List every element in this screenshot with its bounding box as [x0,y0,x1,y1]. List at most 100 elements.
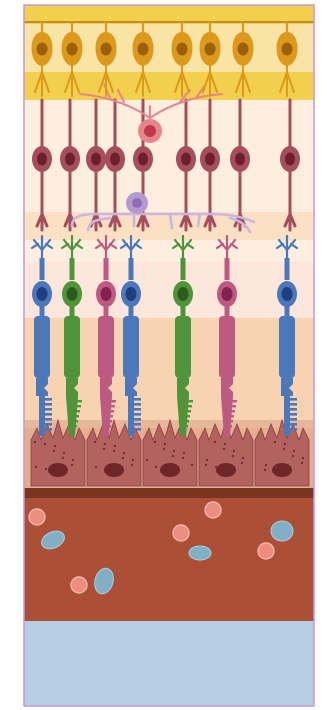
red-blood-cell [205,502,221,518]
inner-segment [175,316,191,378]
disc [133,428,141,431]
nucleus [178,287,189,301]
disc [133,408,141,411]
disc [44,398,52,401]
pigment-granule [224,443,226,445]
rpe-nucleus [104,463,124,477]
choroid-blood-vessel [271,521,293,541]
axon [285,258,290,280]
pigment-granule [241,462,243,464]
disc [44,423,52,426]
disc [44,418,52,421]
disc [44,413,52,416]
disc [74,425,77,427]
pigment-granule [223,448,225,450]
rpe-nucleus [160,463,180,477]
pigment-granule [71,464,73,466]
pigment-granule [53,450,55,452]
bipolar-nucleus [37,153,47,166]
bruch-membrane [24,488,314,498]
red-blood-cell [29,509,45,525]
pigment-granule [62,457,64,459]
pigment-granule [34,441,36,443]
pigment-granule [72,459,74,461]
nucleus [67,287,78,301]
disc [289,413,297,416]
disc [133,403,141,406]
retinal-pigment-epithelium [24,420,314,488]
disc [74,405,81,407]
bipolar-nucleus [138,153,148,166]
inner-segment [64,316,80,378]
pigment-granule [45,468,47,470]
disc [229,425,232,427]
axon [104,258,109,280]
inner-segment [98,316,114,378]
pigment-granule [183,452,185,454]
nucleus [37,287,48,301]
bipolar-nucleus [285,153,295,166]
disc [108,400,116,402]
ganglion-nucleus [282,43,293,56]
pigment-granule [191,464,193,466]
disc [229,400,237,402]
nucleus [222,287,233,301]
pigment-granule [182,457,184,459]
axon [70,258,75,280]
pigment-granule [292,455,294,457]
disc [185,410,191,412]
bipolar-nucleus [65,153,75,166]
disc [185,420,189,422]
ganglion-nucleus [238,43,249,56]
pigment-granule [302,457,304,459]
pigment-granule [35,466,37,468]
inner-segment [279,316,295,378]
disc [229,415,234,417]
disc [133,398,141,401]
choroid-layer [24,488,314,706]
disc [289,418,297,421]
pigment-granule [301,462,303,464]
red-blood-cell [258,543,274,559]
pigment-granule [172,455,174,457]
axon [40,258,45,280]
sclera [24,621,314,706]
pigment-granule [44,443,46,445]
pigment-granule [206,459,208,461]
ganglion-nucleus [177,43,188,56]
bipolar-nucleus [91,153,101,166]
pigment-granule [131,464,133,466]
pigment-granule [265,464,267,466]
red-blood-cell [173,525,189,541]
ganglion-nucleus [37,43,48,56]
disc [108,405,115,407]
pigment-granule [132,459,134,461]
disc [108,420,112,422]
disc [185,405,192,407]
pigment-granule [205,464,207,466]
pigment-granule [233,450,235,452]
pigment-granule [155,466,157,468]
pigment-granule [214,441,216,443]
disc [289,408,297,411]
rpe-nucleus [216,463,236,477]
pigment-granule [95,466,97,468]
bipolar-nucleus [235,153,245,166]
pigment-granule [215,466,217,468]
disc [74,415,79,417]
choroid [24,498,314,621]
nerve-fiber-band [24,5,314,24]
pigment-granule [54,445,56,447]
pigment-granule [284,443,286,445]
disc [289,423,297,426]
pigment-granule [94,441,96,443]
pigment-granule [113,450,115,452]
bipolar-nucleus [110,153,120,166]
pigment-granule [103,448,105,450]
pigment-granule [114,445,116,447]
pigment-granule [123,452,125,454]
bipolar-nucleus [205,153,215,166]
ganglion-nucleus [67,43,78,56]
